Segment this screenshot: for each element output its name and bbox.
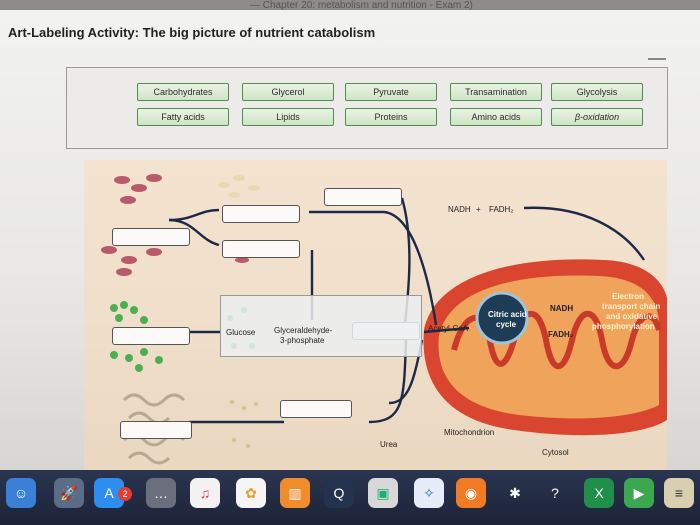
activity-page: Art-Labeling Activity: The big picture o…	[0, 10, 700, 475]
g3p-label-line1: Glyceraldehyde-	[274, 326, 333, 335]
help-icon[interactable]: ?	[551, 485, 559, 501]
glycolysis-panel	[220, 295, 422, 357]
preview-icon[interactable]: ▣	[368, 478, 398, 508]
citric-cycle-label-line2: cycle	[496, 320, 517, 329]
diagram-artwork	[101, 174, 667, 465]
cytosol-label: Cytosol	[542, 448, 569, 457]
bluetooth-icon[interactable]: ✱	[509, 485, 521, 501]
diagram-canvas: NADH + FADH₂ Glucose Glyceraldehyde- 3-p…	[84, 160, 667, 475]
drop-target-1[interactable]	[324, 188, 402, 206]
chip-beta-oxidation[interactable]: β-oxidation	[551, 108, 643, 126]
chip-lipids[interactable]: Lipids	[242, 108, 334, 126]
page-title: Art-Labeling Activity: The big picture o…	[8, 25, 376, 40]
chip-glycerol[interactable]: Glycerol	[242, 83, 334, 101]
etc-label-line4: phosphorylation	[592, 322, 655, 331]
facetime-icon[interactable]: ▶	[624, 478, 654, 508]
drop-target-7[interactable]	[280, 400, 352, 418]
fadh2-right-label: FADH₂	[548, 330, 574, 339]
lipid-molecules	[101, 174, 263, 276]
chip-fatty-acids[interactable]: Fatty acids	[137, 108, 229, 126]
music-icon[interactable]: ♫	[190, 478, 220, 508]
g3p-label-line2: 3-phosphate	[280, 336, 325, 345]
chip-proteins[interactable]: Proteins	[345, 108, 437, 126]
citric-cycle-label-line1: Citric acid	[488, 310, 527, 319]
glucose-label: Glucose	[226, 328, 256, 337]
notification-badge: 2	[118, 487, 132, 501]
notes-icon[interactable]: ≡	[664, 478, 694, 508]
finder-icon[interactable]: ☺	[6, 478, 36, 508]
excel-icon[interactable]: X	[584, 478, 614, 508]
chip-amino-acids[interactable]: Amino acids	[450, 108, 542, 126]
mitochondrion-shape	[423, 259, 667, 436]
nadh-top-label: NADH	[448, 205, 471, 214]
citric-cycle-circle	[475, 291, 529, 345]
photos-icon[interactable]: ✿	[236, 478, 266, 508]
books-icon[interactable]: ▥	[280, 478, 310, 508]
divider-dash	[648, 58, 666, 60]
amino-acid-molecules	[230, 400, 258, 448]
drop-target-3[interactable]	[112, 228, 190, 246]
nadh-right-label: NADH	[550, 304, 574, 313]
chip-carbohydrates[interactable]: Carbohydrates	[137, 83, 229, 101]
urea-label: Urea	[380, 440, 398, 449]
glycerol-molecules	[218, 175, 260, 198]
chip-glycolysis[interactable]: Glycolysis	[551, 83, 643, 101]
safari-icon[interactable]: ✧	[414, 478, 444, 508]
chip-transamination[interactable]: Transamination	[450, 83, 542, 101]
etc-label-line2: transport chain	[602, 302, 661, 311]
firefox-icon[interactable]: ◉	[456, 478, 486, 508]
fadh2-top-label: FADH₂	[489, 205, 514, 214]
etc-label-line3: and oxidative	[606, 312, 658, 321]
drop-target-5[interactable]	[112, 327, 190, 345]
mitochondrion-label: Mitochondrion	[444, 428, 495, 437]
label-bank: Carbohydrates Glycerol Pyruvate Transami…	[66, 67, 668, 149]
top-fragment-text: — Chapter 20: metabolism and nutrition -…	[250, 0, 473, 11]
quicktime-icon[interactable]: Q	[324, 478, 354, 508]
drop-target-8[interactable]	[120, 421, 192, 439]
chip-pyruvate[interactable]: Pyruvate	[345, 83, 437, 101]
plus-label: +	[476, 205, 481, 214]
drop-target-4[interactable]	[222, 240, 300, 258]
launchpad-icon[interactable]: 🚀	[54, 478, 84, 508]
etc-label-line1: Electron	[612, 292, 645, 301]
acetyl-coa-label: Acetyl-CoA	[428, 324, 469, 333]
more-icon[interactable]: …	[146, 478, 176, 508]
drop-target-2[interactable]	[222, 205, 300, 223]
